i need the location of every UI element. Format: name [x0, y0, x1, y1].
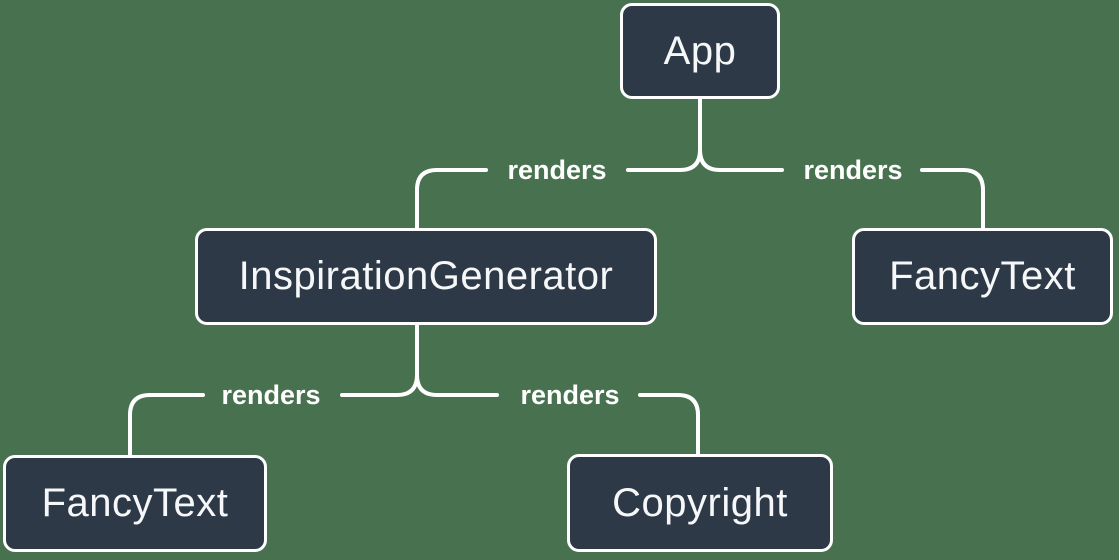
- node-app: App: [620, 3, 780, 99]
- edge-segment: [698, 97, 784, 172]
- edge-label-renders: renders: [221, 380, 320, 410]
- edge-label-renders: renders: [803, 155, 902, 185]
- edge-label-renders: renders: [520, 380, 619, 410]
- edge-segment: [340, 322, 419, 397]
- node-copyright: Copyright: [567, 454, 833, 552]
- edge-app-to-fancytext: renders: [698, 97, 985, 232]
- node-fancy-text-bottom-label: FancyText: [41, 481, 229, 525]
- node-app-label: App: [663, 28, 737, 73]
- edge-segment: [920, 168, 985, 232]
- node-fancy-text-bottom: FancyText: [3, 455, 267, 552]
- edge-segment: [128, 393, 205, 459]
- edge-segment: [415, 322, 499, 397]
- node-fancy-text-top-label: FancyText: [889, 254, 1076, 298]
- node-inspiration-generator-label: InspirationGenerator: [238, 254, 614, 298]
- node-copyright-label: Copyright: [612, 480, 788, 525]
- edge-label-renders: renders: [507, 155, 606, 185]
- node-inspiration-generator: InspirationGenerator: [195, 228, 657, 325]
- edge-inspirationgenerator-to-fancytext: renders: [128, 322, 419, 459]
- edge-app-to-inspirationgenerator: renders: [415, 97, 702, 232]
- edge-segment: [638, 393, 700, 458]
- node-fancy-text-top: FancyText: [852, 228, 1113, 325]
- edge-segment: [626, 97, 702, 172]
- edge-segment: [415, 168, 488, 232]
- edge-inspirationgenerator-to-copyright: renders: [415, 322, 700, 458]
